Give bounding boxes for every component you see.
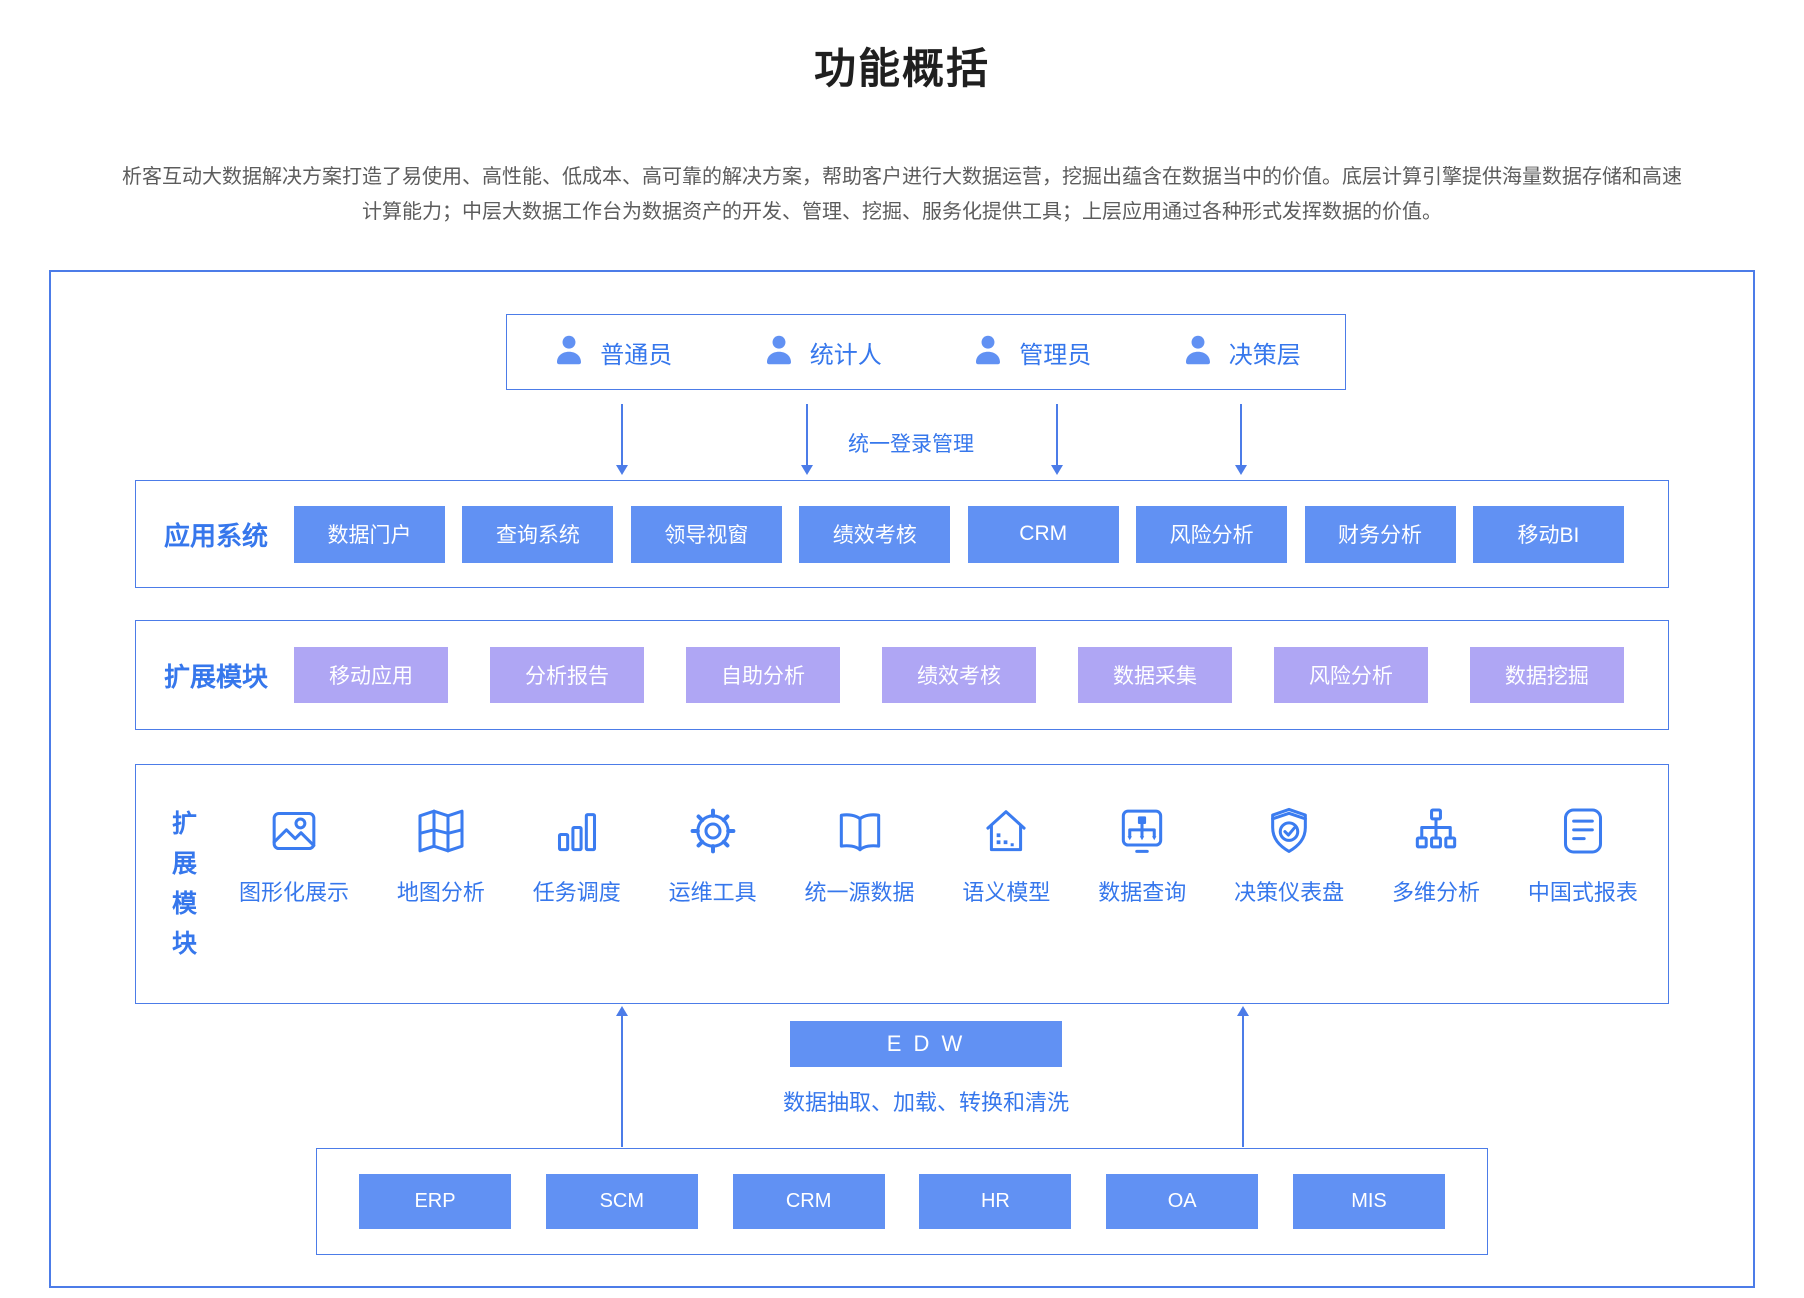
vtitle-char: 展	[172, 850, 198, 878]
user-role-statistician: 统计人	[761, 332, 882, 373]
app-item: 风险分析	[1136, 505, 1288, 563]
tool-label: 运维工具	[668, 880, 757, 905]
user-role-label: 决策层	[1228, 341, 1301, 369]
user-icon	[1180, 332, 1216, 373]
app-item: 绩效考核	[799, 505, 951, 563]
users-box: 普通员 统计人 管理员 决策层	[506, 314, 1346, 390]
source-systems-box: ERP SCM CRM HR OA MIS	[316, 1148, 1488, 1255]
image-icon	[266, 801, 322, 859]
extension-item: 风险分析	[1273, 647, 1428, 703]
extension-item: 移动应用	[294, 647, 449, 703]
user-role-label: 统计人	[809, 341, 882, 369]
section-title: 扩展模块	[164, 661, 269, 692]
tool-item: 任务调度	[533, 801, 621, 1003]
tool-label: 数据查询	[1098, 880, 1187, 905]
extension-item: 绩效考核	[881, 647, 1036, 703]
tools-items: 图形化展示 地图分析 任务调度 运维工具	[239, 801, 1668, 1003]
app-item: 移动BI	[1472, 505, 1624, 563]
tool-item: 中国式报表	[1528, 801, 1638, 1003]
tools-section-title: 扩 展 模 块	[172, 804, 197, 964]
arrow-down-icon	[806, 404, 808, 466]
tools-section: 扩 展 模 块 图形化展示 地图分析 任务调度	[135, 764, 1669, 1004]
report-icon	[1555, 801, 1611, 859]
tool-item: 决策仪表盘	[1234, 801, 1344, 1003]
source-item: SCM	[545, 1174, 698, 1229]
source-item: OA	[1106, 1174, 1259, 1229]
user-icon	[551, 332, 587, 373]
user-icon	[970, 332, 1006, 373]
tool-item: 数据查询	[1098, 801, 1186, 1003]
tool-label: 中国式报表	[1527, 880, 1638, 905]
extension-module-section: 扩展模块 移动应用 分析报告 自助分析 绩效考核 数据采集 风险分析 数据挖掘	[135, 620, 1669, 730]
vtitle-char: 块	[172, 930, 198, 958]
vtitle-char: 模	[172, 890, 198, 918]
building-icon	[978, 801, 1034, 859]
description-line-2: 计算能力；中层大数据工作台为数据资产的开发、管理、挖掘、服务化提供工具；上层应用…	[362, 201, 1442, 223]
arrow-up-icon	[1242, 1015, 1244, 1147]
login-arrows-row: 统一登录管理	[51, 402, 1753, 480]
description: 析客互动大数据解决方案打造了易使用、高性能、低成本、高可靠的解决方案，帮助客户进…	[0, 160, 1804, 230]
user-role-admin: 管理员	[970, 332, 1091, 373]
app-item: CRM	[967, 505, 1119, 563]
tool-label: 任务调度	[532, 880, 621, 905]
source-item: ERP	[359, 1174, 511, 1229]
tool-item: 多维分析	[1392, 801, 1480, 1003]
unified-login-label: 统一登录管理	[848, 433, 974, 456]
section-title: 应用系统	[164, 520, 269, 551]
user-role-label: 管理员	[1019, 341, 1092, 369]
app-item: 数据门户	[294, 505, 446, 563]
edw-block: E D W 数据抽取、加载、转换和清洗	[75, 1021, 1777, 1118]
edw-box: E D W	[790, 1021, 1062, 1067]
description-line-1: 析客互动大数据解决方案打造了易使用、高性能、低成本、高可靠的解决方案，帮助客户进…	[122, 166, 1682, 188]
book-icon	[832, 801, 888, 859]
tool-label: 多维分析	[1392, 880, 1481, 905]
tool-label: 决策仪表盘	[1234, 880, 1345, 905]
tool-label: 地图分析	[396, 880, 485, 905]
extension-item: 数据挖掘	[1469, 647, 1624, 703]
arrow-down-icon	[1056, 404, 1058, 466]
map-icon	[413, 801, 469, 859]
shield-check-icon	[1261, 801, 1317, 859]
tool-label: 语义模型	[962, 880, 1051, 905]
extension-item: 分析报告	[490, 647, 644, 703]
arrow-down-icon	[621, 404, 623, 466]
tool-item: 运维工具	[669, 801, 757, 1003]
tool-item: 地图分析	[397, 801, 485, 1003]
user-role-label: 普通员	[600, 341, 673, 369]
vtitle-char: 扩	[172, 810, 198, 838]
user-role-decision: 决策层	[1180, 332, 1301, 373]
app-system-section: 应用系统 数据门户 查询系统 领导视窗 绩效考核 CRM 风险分析 财务分析 移…	[135, 480, 1669, 588]
gear-icon	[685, 801, 741, 859]
app-item: 财务分析	[1304, 505, 1456, 563]
tool-item: 语义模型	[962, 801, 1050, 1003]
tool-item: 图形化展示	[239, 801, 349, 1003]
bar-chart-icon	[549, 801, 605, 859]
source-item: CRM	[732, 1174, 885, 1229]
arrow-up-icon	[621, 1015, 623, 1147]
extension-item: 自助分析	[685, 647, 840, 703]
user-icon	[761, 332, 797, 373]
diagram-container: 普通员 统计人 管理员 决策层 统一登录管理 应用系统 数据门户 查询系统 领导…	[49, 270, 1755, 1288]
page-title: 功能概括	[813, 45, 990, 92]
tool-item: 统一源数据	[805, 801, 915, 1003]
edw-caption: 数据抽取、加载、转换和清洗	[782, 1090, 1069, 1115]
app-item: 领导视窗	[630, 505, 782, 563]
source-item: HR	[919, 1174, 1072, 1229]
app-system-items: 数据门户 查询系统 领导视窗 绩效考核 CRM 风险分析 财务分析 移动BI	[294, 505, 1668, 563]
monitor-flow-icon	[1114, 801, 1170, 859]
arrow-down-icon	[1240, 404, 1242, 466]
source-item: MIS	[1292, 1174, 1445, 1229]
app-item: 查询系统	[462, 505, 614, 563]
tool-label: 图形化展示	[239, 880, 350, 905]
user-role-ordinary: 普通员	[551, 332, 672, 373]
tool-label: 统一源数据	[804, 880, 915, 905]
extension-module-items: 移动应用 分析报告 自助分析 绩效考核 数据采集 风险分析 数据挖掘	[294, 647, 1668, 703]
hierarchy-icon	[1408, 801, 1464, 859]
extension-item: 数据采集	[1077, 647, 1232, 703]
